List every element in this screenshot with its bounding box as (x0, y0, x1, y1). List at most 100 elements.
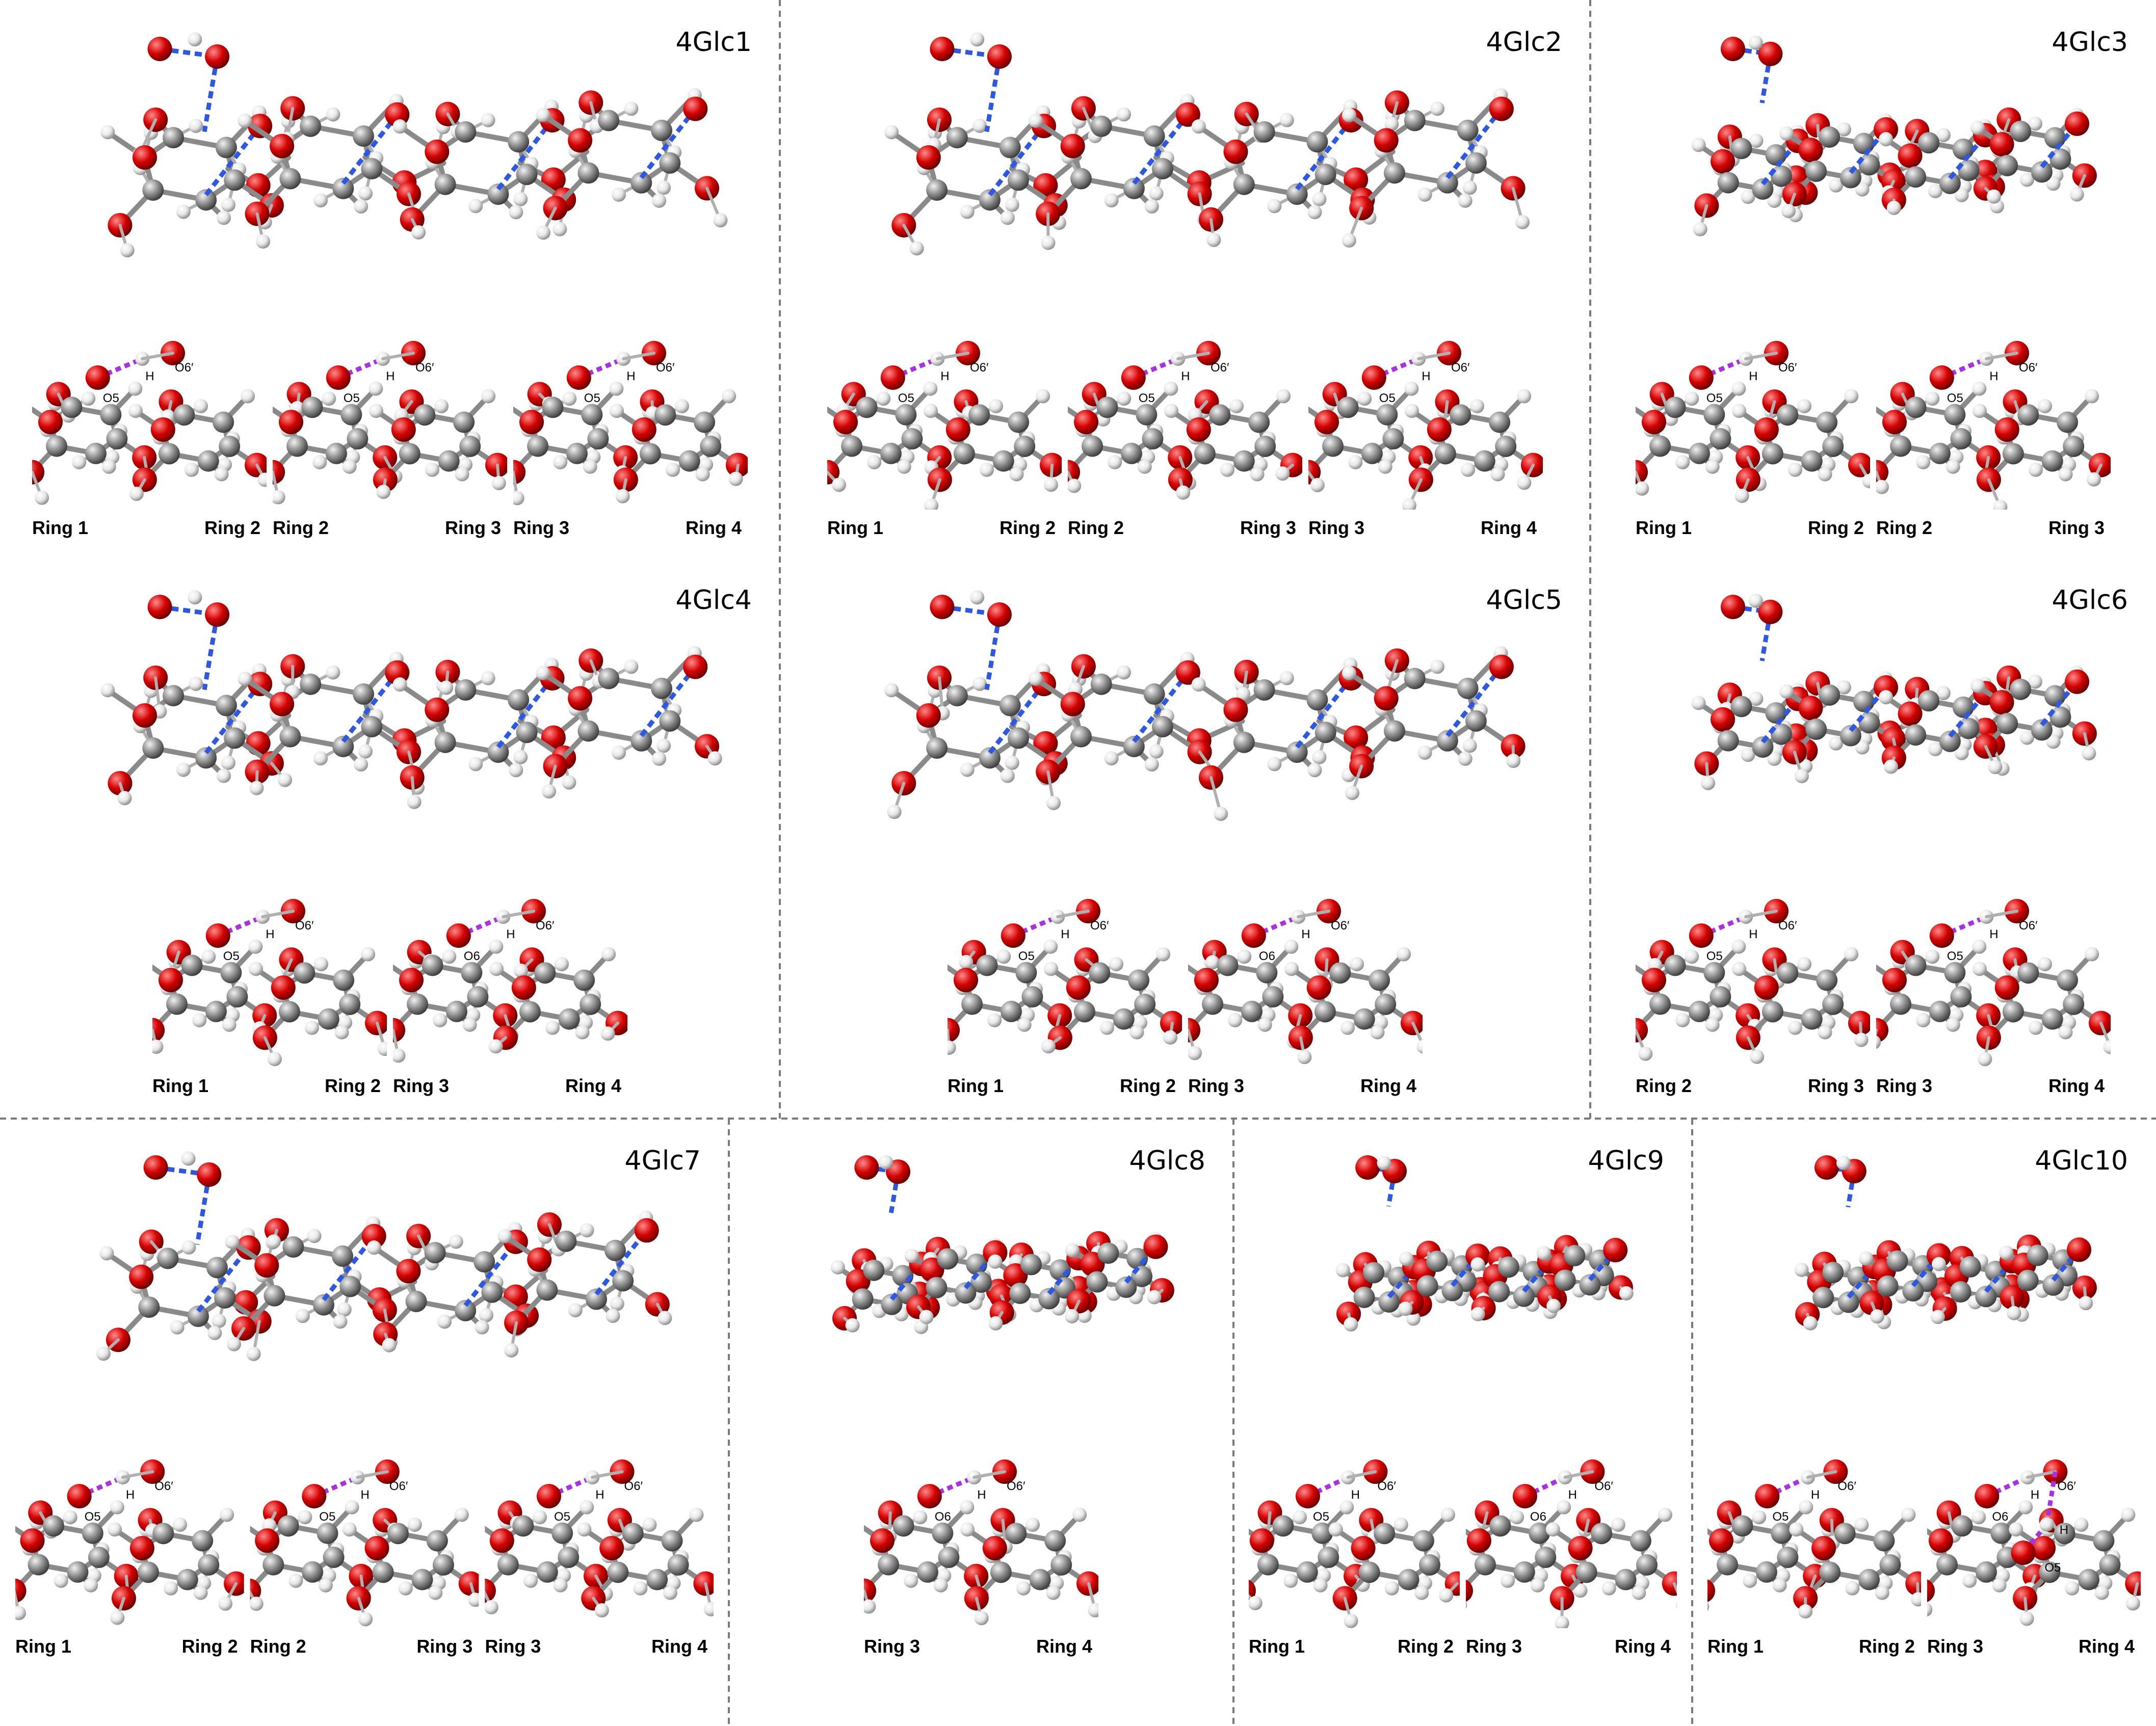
carbon-atom (1253, 679, 1275, 701)
ring-label-right: Ring 3 (1808, 1075, 1864, 1096)
oxygen-atom (224, 1571, 244, 1596)
hydrogen-atom (248, 962, 263, 976)
hydrogen-atom (1772, 1578, 1787, 1592)
hydrogen-atom (1430, 101, 1445, 116)
carbon-atom (1959, 1256, 1981, 1278)
hydrogen-atom (207, 1325, 222, 1340)
hydrogen-atom (1312, 192, 1327, 206)
carbon-atom (318, 1008, 339, 1030)
hydrogen-atom (1860, 954, 1874, 968)
hydrogen-atom (959, 954, 974, 969)
hydrogen-atom (624, 659, 639, 674)
oxygen-atom (85, 365, 110, 390)
oxygen-atom (1314, 410, 1339, 435)
hydrogen-atom (923, 404, 938, 418)
oxygen-atom (236, 1235, 261, 1260)
intra-hbond (1948, 692, 1987, 738)
hydrogen-atom (1384, 117, 1399, 131)
carbon-atom (651, 119, 673, 141)
hydrogen-atom (1691, 138, 1706, 152)
oxygen-atom (133, 703, 157, 728)
ring-label-left: Ring 1 (32, 517, 88, 538)
inset-body (485, 1459, 714, 1618)
hydrogen-atom (1339, 1500, 1354, 1515)
hydrogen-atom (1470, 1257, 1485, 1272)
oxygen-atom (1489, 654, 1514, 679)
carbon-atom (1752, 178, 1774, 200)
hydrogen-atom (1685, 391, 1699, 406)
hydrogen-atom (974, 1611, 989, 1626)
intra-hbond (496, 119, 555, 191)
carbon-atom (976, 954, 998, 976)
hydrogen-atom (366, 1240, 381, 1255)
hydrogen-atom (249, 781, 264, 795)
carbon-atom (1688, 1000, 1710, 1022)
carbon-atom (1376, 404, 1398, 426)
carbon-atom (1322, 435, 1344, 457)
carbon-atom (1241, 1000, 1263, 1022)
hydrogen-atom (1916, 1013, 1931, 1027)
carbon-atom (878, 1554, 900, 1576)
ring-label-left: Ring 3 (1876, 1075, 1932, 1096)
hydrogen-atom (110, 1610, 125, 1625)
carbon-atom (534, 962, 556, 984)
oxygen-atom (248, 114, 273, 139)
carbon-atom (1765, 702, 1787, 724)
carbon-atom (277, 1515, 299, 1537)
carbon-atom (206, 1257, 228, 1279)
carbon-atom (1426, 1251, 1448, 1272)
hydrogen-atom (1206, 232, 1221, 247)
hydrogen-atom (377, 1042, 387, 1056)
hydrogen-atom (1517, 389, 1532, 404)
carbon-atom (1649, 993, 1671, 1015)
hydrogen-atom (455, 467, 469, 482)
hydrogen-atom (358, 186, 373, 201)
carbon-atom (414, 404, 436, 426)
intra-hbond (204, 682, 262, 755)
oxygen-atom (1798, 138, 1823, 163)
ring-label-left: Ring 1 (1636, 517, 1692, 538)
hydrogen-atom (1028, 671, 1043, 686)
hydrogen-atom (189, 118, 203, 133)
oxygen-atom (568, 128, 593, 153)
carbon-atom (1936, 1554, 1958, 1576)
carbon-atom (1123, 735, 1145, 757)
carbon-atom (226, 986, 248, 1008)
hydrogen-atom (1417, 187, 1432, 202)
carbon-atom (999, 137, 1021, 158)
hydrogen-atom (1781, 204, 1796, 219)
hydrogen-atom (1632, 1585, 1646, 1600)
hydrogen-atom (288, 1573, 303, 1588)
oxygen-atom (1355, 1155, 1380, 1180)
hydrogen-atom (1377, 1156, 1391, 1171)
hydrogen-atom (913, 1510, 928, 1525)
oxygen-atom (945, 417, 970, 442)
atom-label: O6′ (656, 361, 675, 375)
hydrogen-atom (713, 213, 728, 228)
carbon-atom (604, 1239, 626, 1261)
oxygen-atom (1512, 1484, 1537, 1508)
hydrogen-atom (312, 455, 327, 469)
intra-hbond (155, 1165, 209, 1177)
carbon-atom (536, 1279, 558, 1301)
hydrogen-atom (313, 193, 328, 208)
intra-hbond (1132, 113, 1190, 185)
hydrogen-atom (2028, 116, 2042, 131)
hydrogen-atom (1051, 396, 1066, 410)
oxygen-atom (987, 44, 1012, 69)
hydrogen-atom (382, 1338, 397, 1352)
inset-body (273, 340, 507, 504)
hydrogen-atom (1797, 957, 1812, 972)
inset-body (1860, 898, 2111, 1067)
carbon-atom (387, 1523, 409, 1545)
bond (1417, 351, 1451, 360)
oxygen-atom (1882, 410, 1907, 435)
carbon-atom (1730, 138, 1752, 160)
carbon-atom (659, 152, 681, 174)
hydrogen-atom (1005, 197, 1019, 212)
hydrogen-atom (2065, 1581, 2080, 1596)
intra-hbond (988, 682, 1046, 755)
hydrogen-atom (1017, 1017, 1032, 1032)
oxygen-atom (1994, 975, 2019, 1000)
